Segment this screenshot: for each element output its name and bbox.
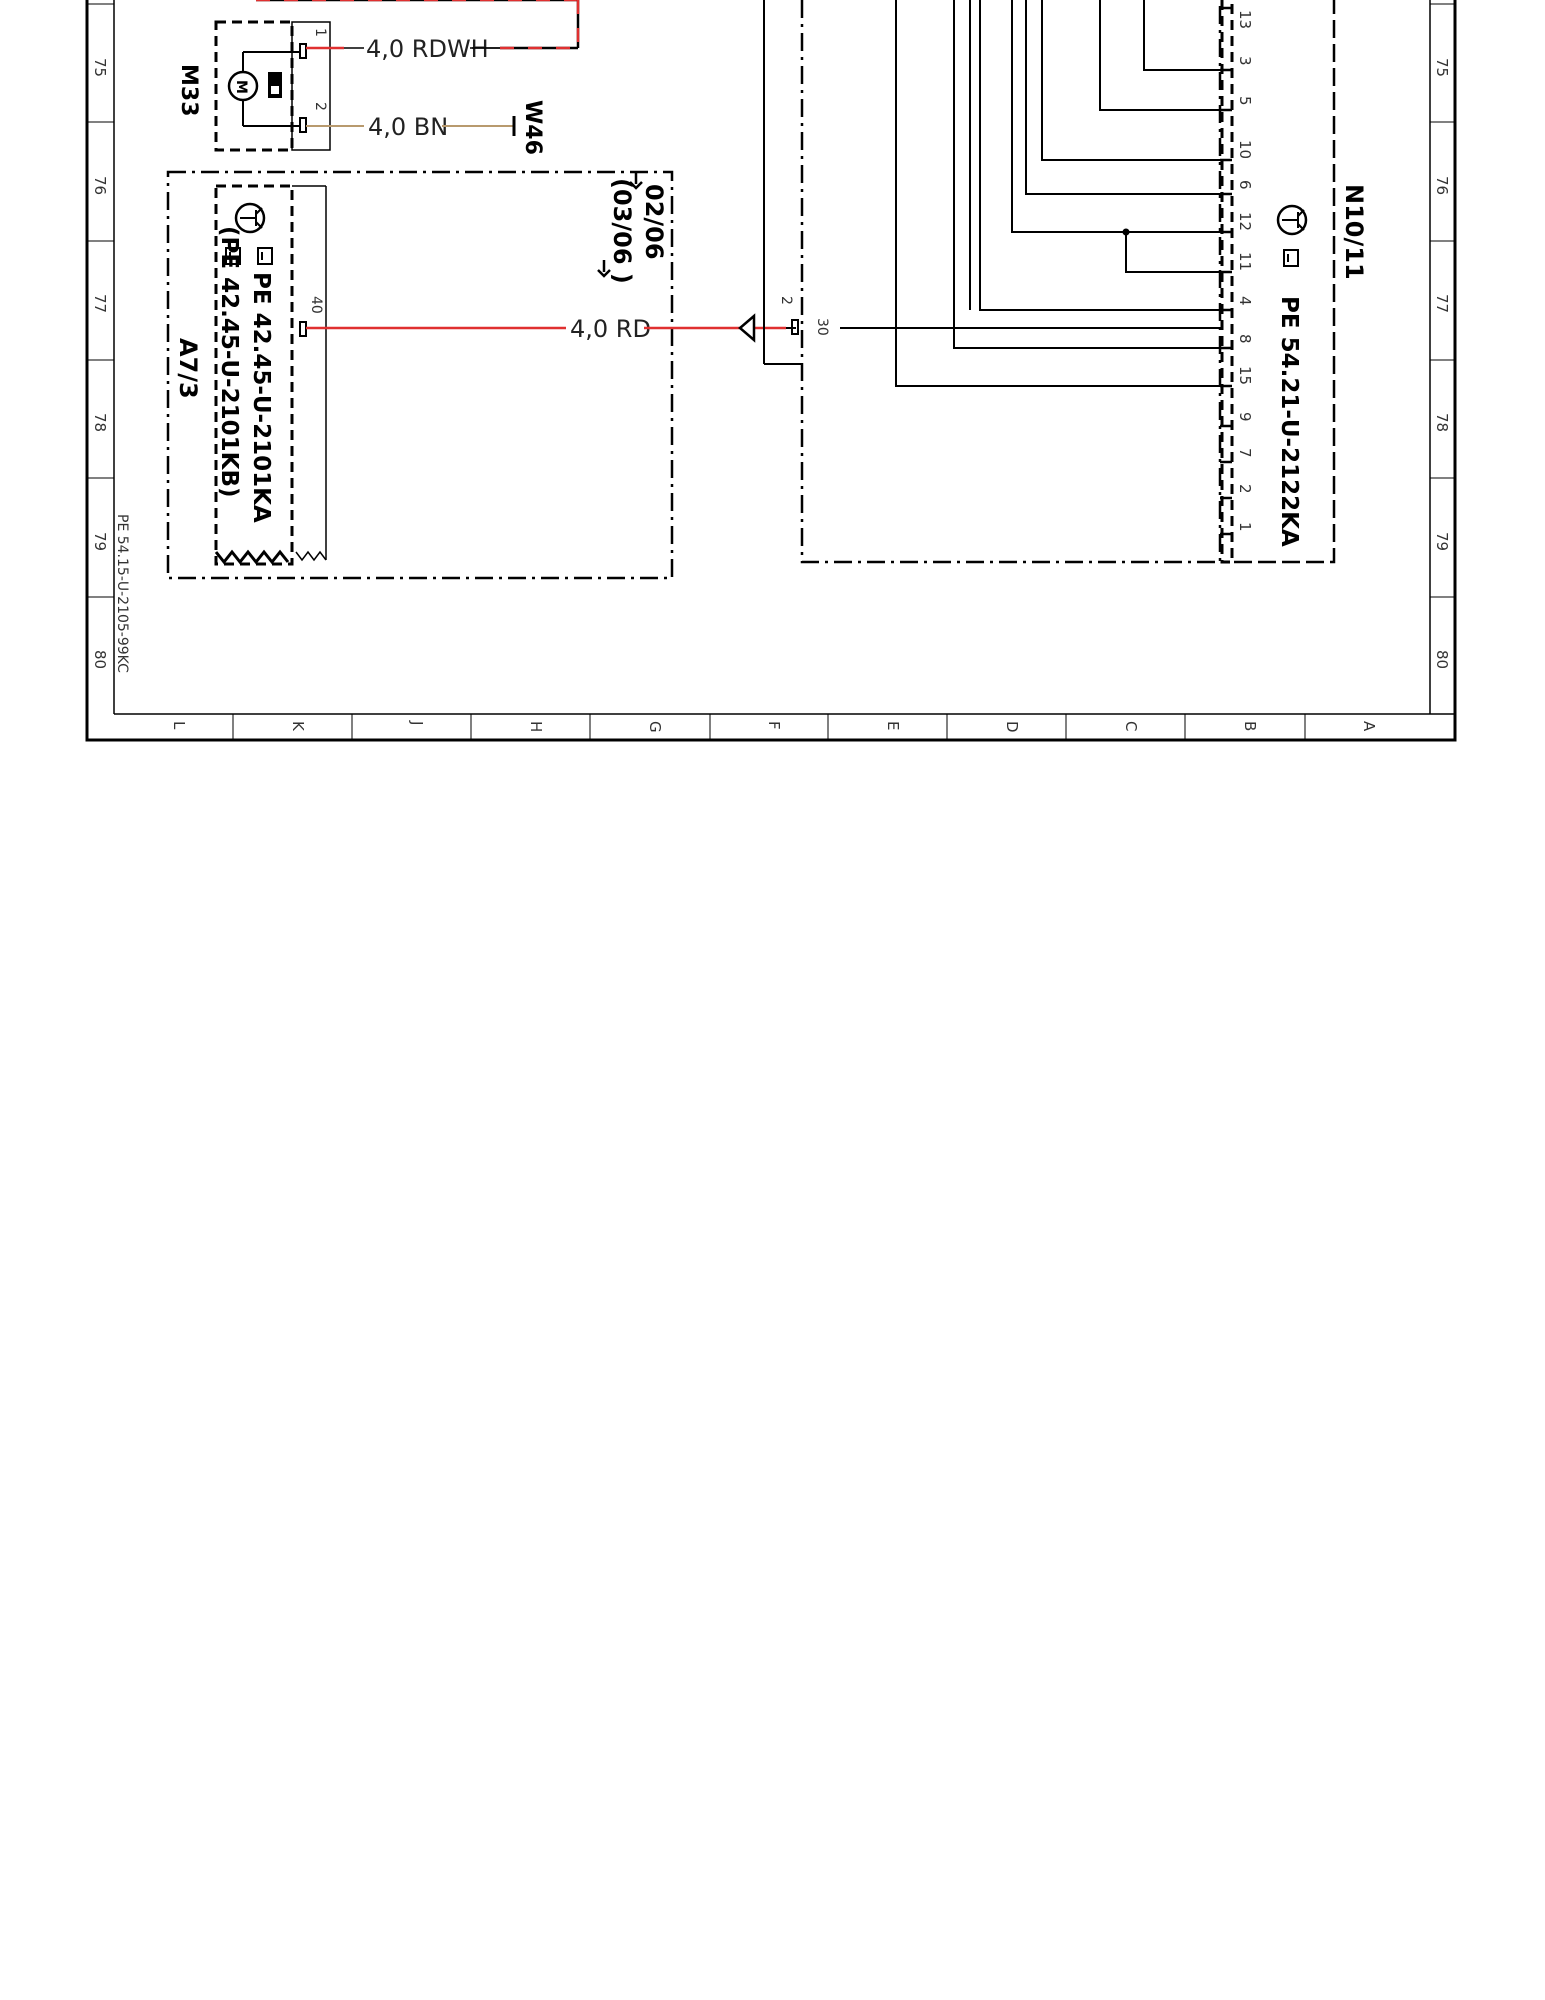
n10-11-label: N10/11 [1340,184,1368,280]
wire-label-rd: 4,0 RD [570,315,651,343]
pin-number: 7 [1236,448,1254,458]
column-letter: E [884,721,902,730]
electronic-circuit-icon [1276,204,1308,236]
pin-number: 15 [1236,366,1254,385]
connector-arrow-icon [738,313,756,343]
internal-wire [763,0,802,365]
svg-text:1: 1 [312,28,328,37]
w46-ground-label: W46 [520,100,545,155]
sheet-frame [85,0,1457,742]
pin-number: 1 [1236,522,1254,532]
wire-label-rdwh: 4,0 RDWH [366,35,489,63]
pin-number: 12 [1236,212,1254,231]
row-number: 77 [1433,294,1451,313]
motor-icon: M [227,51,300,127]
footer-code: PE 54.15-U-2105-99KC [114,514,130,673]
column-letter: L [170,721,188,730]
wire-bn[interactable]: 4,0 BN W46 [306,100,545,155]
svg-text:2: 2 [312,102,328,111]
pin-number: 4 [1236,296,1254,306]
row-number: 75 [1433,58,1451,77]
a7-3-ref-1: PE 42.45-U-2101KA [248,272,274,523]
a7-3-component[interactable]: PE 42.45-U-2101KA (PE 42.45-U-2101KB) A7… [166,170,674,580]
svg-text:40: 40 [308,296,324,314]
row-numbers-right: 75 76 77 78 79 80 [1433,58,1451,669]
pin-number: 8 [1236,334,1254,344]
pointing-hand-icon [257,247,273,265]
n10-11-component[interactable]: 2 30 [763,0,1368,564]
m33-pin-2: 2 [299,102,328,133]
column-letters: L K J H G F E D C B A [170,720,1378,733]
column-letter: A [1360,721,1378,732]
n10-11-ref: PE 54.21-U-2122KA [1276,296,1302,547]
row-number: 79 [91,532,109,551]
connector-pin-numbers: 13 3 5 10 6 12 11 4 8 15 9 7 2 1 [1236,10,1254,532]
pin-number: 13 [1236,10,1254,29]
wire-label-bn: 4,0 BN [368,113,448,141]
pin-number: 2 [1236,484,1254,494]
column-letter: K [289,721,307,732]
pin-number: 3 [1236,56,1254,66]
column-letter: F [765,721,783,730]
pin-number: 9 [1236,412,1254,422]
row-number: 76 [91,176,109,195]
motor-symbol: M [233,80,249,94]
svg-text:30: 30 [814,318,830,336]
a7-3-label: A7/3 [174,338,202,399]
row-numbers-left: 75 76 77 78 79 80 [91,58,109,669]
electronic-circuit-icon [234,202,266,234]
svg-text:2: 2 [778,296,794,305]
pin-number: 11 [1236,252,1254,271]
pin-number: 6 [1236,180,1254,190]
row-number: 78 [1433,413,1451,432]
wire-rdwh[interactable]: 4,0 RDWH [306,35,500,63]
arrow-right-icon [597,260,611,278]
m33-pin-1: 1 [299,28,328,59]
n10-11-pin-2: 2 [778,296,799,335]
column-letter: H [527,721,545,732]
wire-rd[interactable]: 4,0 RD [306,313,796,343]
date-to: (03/06 ) [608,178,636,284]
row-number: 79 [1433,532,1451,551]
pointing-hand-icon [225,247,241,265]
column-letter: J [408,720,426,725]
n10-11-pin-30: 30 [814,318,830,336]
column-letter: B [1241,721,1259,731]
pin-number: 5 [1236,96,1254,106]
row-number: 80 [1433,650,1451,669]
pin-number: 10 [1236,140,1254,159]
row-number: 77 [91,294,109,313]
row-number: 75 [91,58,109,77]
pointing-hand-icon [1283,249,1299,267]
a7-3-pin-40: 40 [299,296,324,337]
connector-pin-ticks [1220,6,1232,536]
column-letter: D [1003,721,1021,733]
arrow-right-icon [629,172,643,190]
m33-label: M33 [176,64,201,117]
switch-icon [268,72,282,98]
column-letter: G [646,721,664,733]
internal-wires [895,0,1222,387]
row-number: 76 [1433,176,1451,195]
date-from: 02/06 [640,184,668,260]
column-letter: C [1122,721,1140,731]
m33-component[interactable]: M 1 2 M33 [176,20,331,152]
row-number: 78 [91,413,109,432]
row-number: 80 [91,650,109,669]
a7-3-ref-2: (PE 42.45-U-2101KB) [216,226,242,498]
